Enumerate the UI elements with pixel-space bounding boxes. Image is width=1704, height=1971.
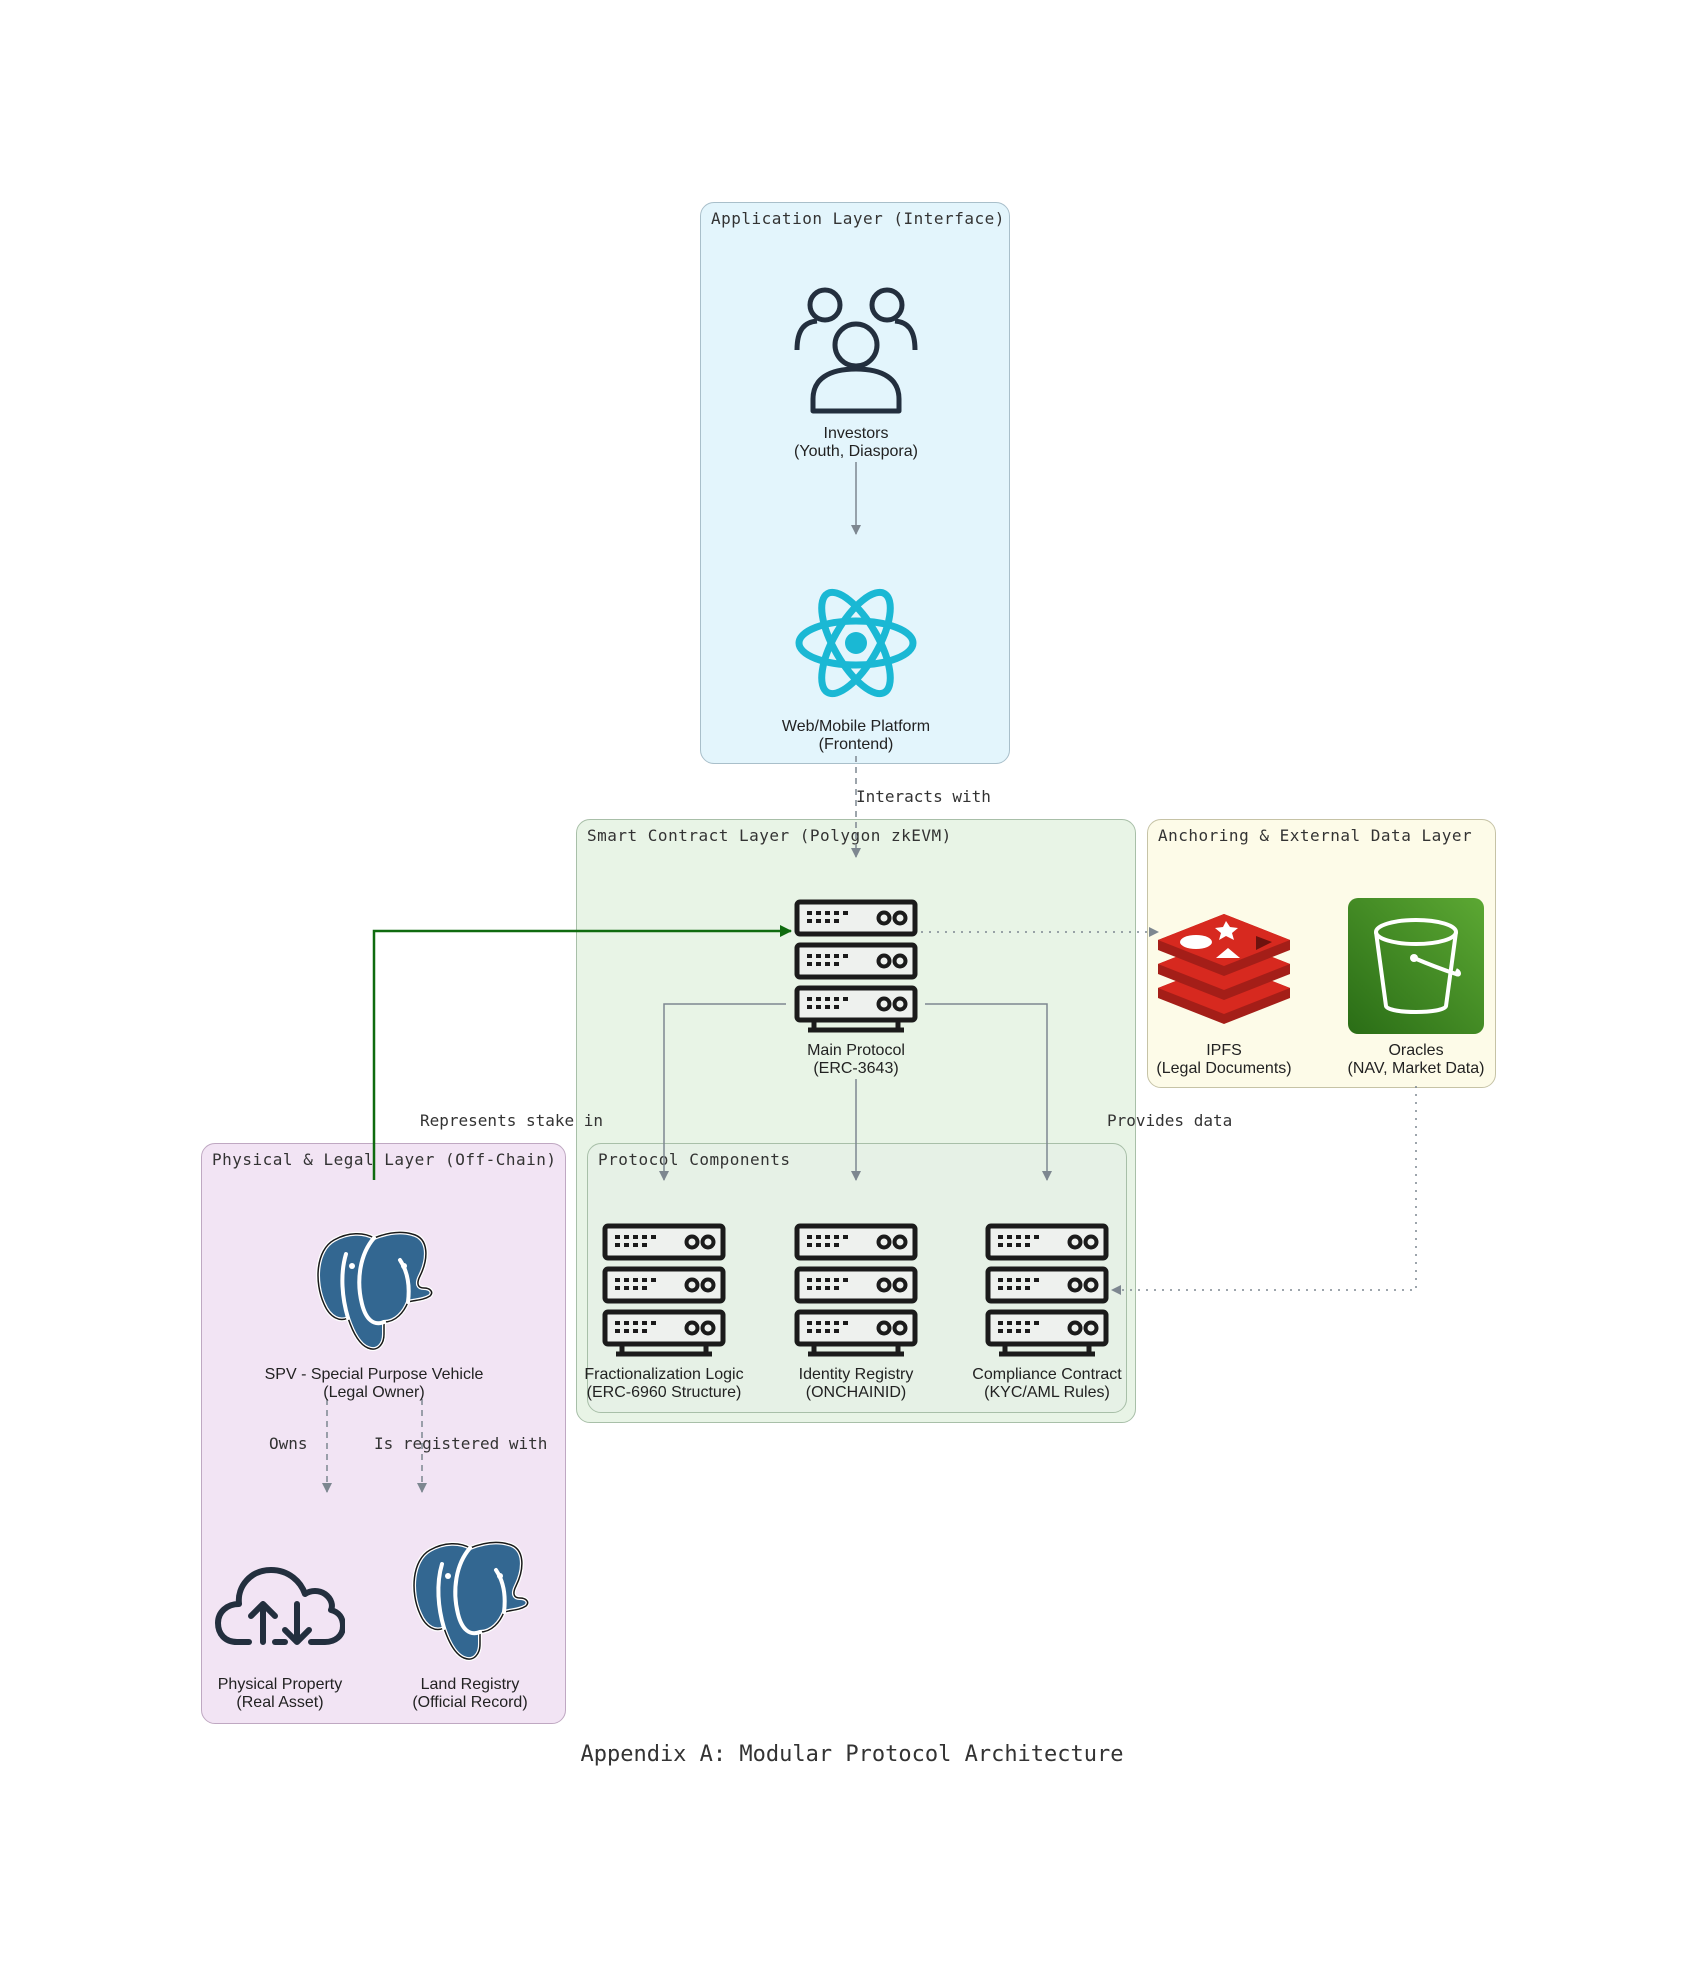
- application-layer-group: Application Layer (Interface): [700, 202, 1010, 764]
- property-subtitle: (Real Asset): [236, 1694, 324, 1711]
- compliance-subtitle: (KYC/AML Rules): [984, 1384, 1110, 1401]
- fractionalization-subtitle: (ERC-6960 Structure): [586, 1384, 742, 1401]
- application-layer-title: Application Layer (Interface): [711, 209, 1005, 228]
- main-protocol-server-icon: [794, 899, 918, 1033]
- frontend-label: Web/Mobile Platform (Frontend): [782, 718, 930, 754]
- spv-label: SPV - Special Purpose Vehicle (Legal Own…: [265, 1366, 484, 1402]
- smart-contract-layer-title: Smart Contract Layer (Polygon zkEVM): [587, 826, 952, 845]
- spv-postgres-elephant-icon: [316, 1230, 434, 1351]
- identity-title: Identity Registry: [798, 1366, 914, 1383]
- compliance-title: Compliance Contract: [972, 1366, 1122, 1383]
- oracles-title: Oracles: [1388, 1042, 1444, 1059]
- anchoring-layer-title: Anchoring & External Data Layer: [1158, 826, 1473, 845]
- diagram-caption: Appendix A: Modular Protocol Architectur…: [580, 1742, 1124, 1767]
- investors-subtitle: (Youth, Diaspora): [794, 443, 918, 460]
- protocol-components-title: Protocol Components: [598, 1150, 791, 1169]
- spv-title: SPV - Special Purpose Vehicle: [264, 1366, 484, 1383]
- redis-icon: [1158, 914, 1290, 1024]
- oracles-subtitle: (NAV, Market Data): [1347, 1060, 1485, 1077]
- edge-label-owns: Owns: [269, 1434, 308, 1453]
- spv-subtitle: (Legal Owner): [323, 1384, 425, 1401]
- frontend-subtitle: (Frontend): [818, 736, 894, 753]
- edge-label-interacts-with: Interacts with: [856, 787, 991, 806]
- land-registry-postgres-elephant-icon: [412, 1540, 530, 1661]
- ipfs-title: IPFS: [1206, 1042, 1242, 1059]
- property-title: Physical Property: [217, 1676, 343, 1693]
- investors-title: Investors: [823, 425, 889, 442]
- main-protocol-label: Main Protocol (ERC-3643): [807, 1042, 905, 1078]
- ipfs-label: IPFS (Legal Documents): [1156, 1042, 1291, 1078]
- property-label: Physical Property (Real Asset): [218, 1676, 343, 1712]
- react-icon: [795, 588, 917, 698]
- land-registry-subtitle: (Official Record): [412, 1694, 528, 1711]
- edge-label-provides-data: Provides data: [1107, 1111, 1233, 1130]
- edge-label-represents-stake: Represents stake in: [420, 1111, 604, 1130]
- bucket-icon: [1348, 898, 1484, 1034]
- compliance-label: Compliance Contract (KYC/AML Rules): [972, 1366, 1121, 1402]
- fractionalization-label: Fractionalization Logic (ERC-6960 Struct…: [584, 1366, 743, 1402]
- users-icon: [794, 287, 918, 414]
- cloud-upload-download-icon: [215, 1567, 345, 1645]
- ipfs-subtitle: (Legal Documents): [1156, 1060, 1292, 1077]
- fractionalization-server-icon: [602, 1223, 726, 1357]
- physical-legal-layer-title: Physical & Legal Layer (Off-Chain): [212, 1150, 557, 1169]
- identity-subtitle: (ONCHAINID): [805, 1384, 907, 1401]
- oracles-label: Oracles (NAV, Market Data): [1348, 1042, 1485, 1078]
- land-registry-title: Land Registry: [420, 1676, 520, 1693]
- edge-label-registered-with: Is registered with: [374, 1434, 548, 1453]
- compliance-server-icon: [985, 1223, 1109, 1357]
- land-registry-label: Land Registry (Official Record): [412, 1676, 527, 1712]
- main-protocol-subtitle: (ERC-3643): [813, 1060, 899, 1077]
- main-protocol-title: Main Protocol: [807, 1042, 905, 1059]
- identity-label: Identity Registry (ONCHAINID): [799, 1366, 914, 1402]
- identity-server-icon: [794, 1223, 918, 1357]
- frontend-title: Web/Mobile Platform: [781, 718, 931, 735]
- fractionalization-title: Fractionalization Logic: [584, 1366, 744, 1383]
- investors-label: Investors (Youth, Diaspora): [794, 425, 918, 461]
